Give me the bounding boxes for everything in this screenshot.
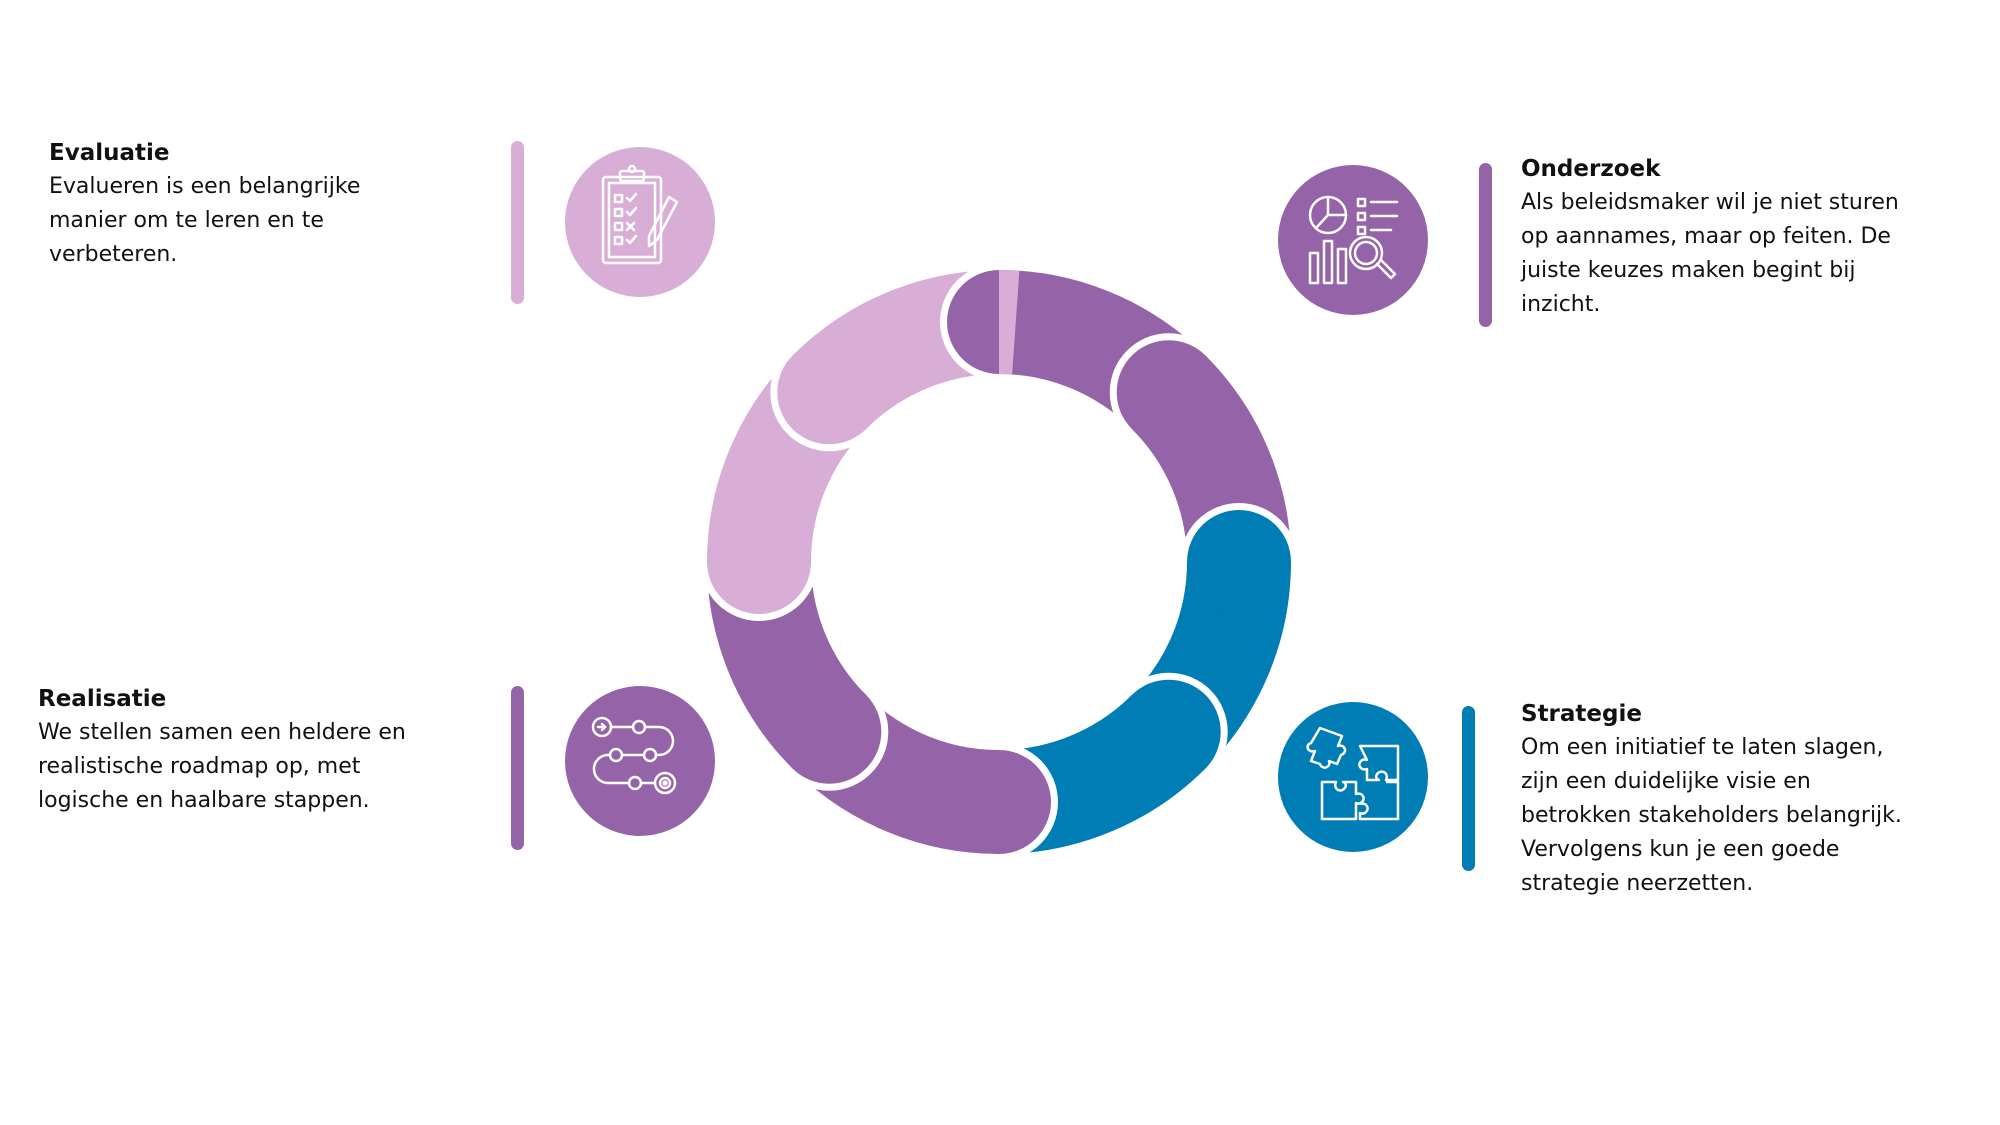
strategie-divider [1462,706,1475,871]
evaluatie-line: verbeteren. [49,242,178,267]
realisatie-line: logische en haalbare stappen. [38,788,370,813]
cycle-segment-1 [940,263,999,381]
strategie-title: Strategie [1521,701,1642,727]
strategie-line: Om een initiatief te laten slagen, [1521,735,1884,760]
realisatie-line: realistische roadmap op, met [38,754,361,779]
onderzoek-line: juiste keuzes maken begint bij [1521,258,1856,283]
onderzoek-title: Onderzoek [1521,156,1661,182]
realisatie-line: We stellen samen een heldere en [38,720,406,745]
evaluatie-line: manier om te leren en te [49,208,324,233]
strategie-line: Vervolgens kun je een goede [1521,837,1840,862]
onderzoek-text: Onderzoek Als beleidsmaker wil je niet s… [1521,152,1899,322]
evaluatie-title: Evaluatie [49,140,170,166]
evaluatie-line: Evalueren is een belangrijke [49,174,361,199]
onderzoek-divider [1479,163,1492,327]
strategie-line: zijn een duidelijke visie en [1521,769,1811,794]
data-analysis-icon [1278,165,1428,315]
onderzoek-line: inzicht. [1521,292,1601,317]
puzzle-icon [1278,702,1428,852]
clipboard-checklist-icon [565,147,715,297]
onderzoek-line: Als beleidsmaker wil je niet sturen [1521,190,1899,215]
strategie-line: betrokken stakeholders belangrijk. [1521,803,1902,828]
strategie-text: Strategie Om een initiatief te laten sla… [1521,697,1902,901]
evaluatie-divider [511,141,524,304]
evaluatie-text: Evaluatie Evalueren is een belangrijke m… [49,136,360,272]
realisatie-divider [511,686,524,850]
roadmap-path-icon [565,686,715,836]
cycle-segment-1-cap [940,263,999,381]
onderzoek-line: op aannames, maar op feiten. De [1521,224,1891,249]
realisatie-text: Realisatie We stellen samen een heldere … [38,682,406,818]
realisatie-title: Realisatie [38,686,167,712]
strategie-line: strategie neerzetten. [1521,871,1754,896]
